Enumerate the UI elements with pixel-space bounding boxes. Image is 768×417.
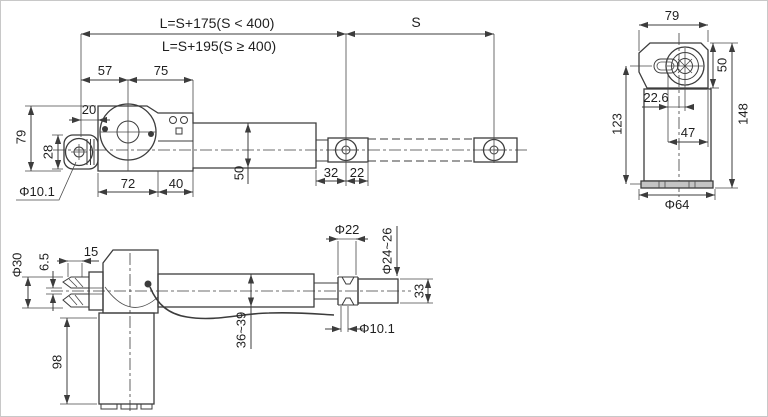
dim-57-label: 57 — [98, 63, 112, 78]
extended-rod — [368, 137, 518, 163]
piston-rod — [316, 137, 369, 163]
dim-123-label: 123 — [610, 113, 625, 135]
dim-50-plan-label: 50 — [232, 166, 247, 180]
dim-57-75: 57 75 — [81, 63, 194, 113]
tube-and-rod-end — [157, 273, 399, 308]
dim-phi30: Φ30 — [10, 253, 63, 309]
dim-phi64-label: Φ64 — [665, 197, 690, 212]
dim-6-5: 6.5 — [37, 253, 62, 311]
dim-47-label: 47 — [681, 125, 695, 140]
dim-22-label: 22 — [350, 165, 364, 180]
dim-40-label: 40 — [169, 176, 183, 191]
power-cable — [149, 286, 335, 320]
dim-length-formula: L=S+175(S < 400) L=S+195(S ≥ 400) S — [80, 14, 495, 137]
dim-79-plan: 79 — [14, 105, 96, 172]
dim-32-label: 32 — [324, 165, 338, 180]
rear-clevis — [63, 134, 99, 170]
dim-22-6-label: 22.6 — [643, 90, 668, 105]
dim-phi64: Φ64 — [638, 189, 716, 212]
dim-50-end: 50 — [709, 43, 730, 89]
dim-47: 47 — [668, 90, 709, 147]
dim-15-label: 15 — [84, 244, 98, 259]
formula-line-1: L=S+175(S < 400) — [160, 15, 275, 31]
dim-72-40: 72 40 — [97, 170, 194, 197]
dim-phi10-1-plan: Φ10.1 — [16, 161, 77, 201]
dim-33: 33 — [400, 278, 433, 304]
housing-side — [102, 249, 335, 320]
end-head — [638, 42, 709, 89]
dim-75-label: 75 — [154, 63, 168, 78]
dim-28-label: 28 — [41, 145, 56, 159]
dim-32-22: 32 22 — [315, 163, 369, 186]
dim-79-plan-label: 79 — [14, 130, 29, 144]
dim-phi10-1-bottom-label: Φ10.1 — [359, 321, 395, 336]
dim-20-label: 20 — [82, 102, 96, 117]
dim-123: 123 — [610, 65, 652, 185]
dim-33-label: 33 — [412, 284, 427, 298]
dim-79-end: 79 — [638, 8, 709, 51]
formula-line-2: L=S+195(S ≥ 400) — [162, 38, 276, 54]
stroke-s-label: S — [411, 14, 420, 30]
dim-50-end-label: 50 — [715, 58, 730, 72]
dim-36-39: 36~39 — [234, 274, 255, 349]
dim-36-39-label: 36~39 — [234, 312, 249, 349]
dim-50-plan: 50 — [232, 123, 252, 184]
dim-79-end-label: 79 — [665, 8, 679, 23]
plan-view: L=S+175(S < 400) L=S+195(S ≥ 400) S 57 7… — [14, 14, 529, 201]
end-view: 79 22.6 47 123 148 — [610, 8, 751, 212]
dim-phi10-1-bottom: Φ10.1 — [325, 306, 395, 336]
bottom-view: Φ30 6.5 15 98 36~39 — [10, 222, 433, 411]
dim-phi24-26: Φ24~26 — [380, 226, 401, 276]
dim-phi10-1-plan-label: Φ10.1 — [19, 184, 55, 199]
dim-phi24-26-label: Φ24~26 — [380, 228, 395, 275]
dim-15: 15 — [57, 244, 99, 277]
dim-28: 28 — [41, 134, 63, 170]
dim-98: 98 — [50, 317, 97, 405]
motor-body-side — [98, 312, 155, 410]
dim-phi30-label: Φ30 — [10, 253, 25, 278]
dim-phi22: Φ22 — [326, 222, 368, 275]
dim-6-5-label: 6.5 — [37, 253, 52, 271]
dim-98-label: 98 — [50, 355, 65, 369]
dim-72-label: 72 — [121, 176, 135, 191]
gear-housing — [97, 103, 317, 172]
dim-22-6: 22.6 — [642, 90, 694, 111]
dim-148-label: 148 — [736, 103, 751, 125]
dim-148: 148 — [710, 42, 751, 189]
dim-phi22-label: Φ22 — [335, 222, 360, 237]
